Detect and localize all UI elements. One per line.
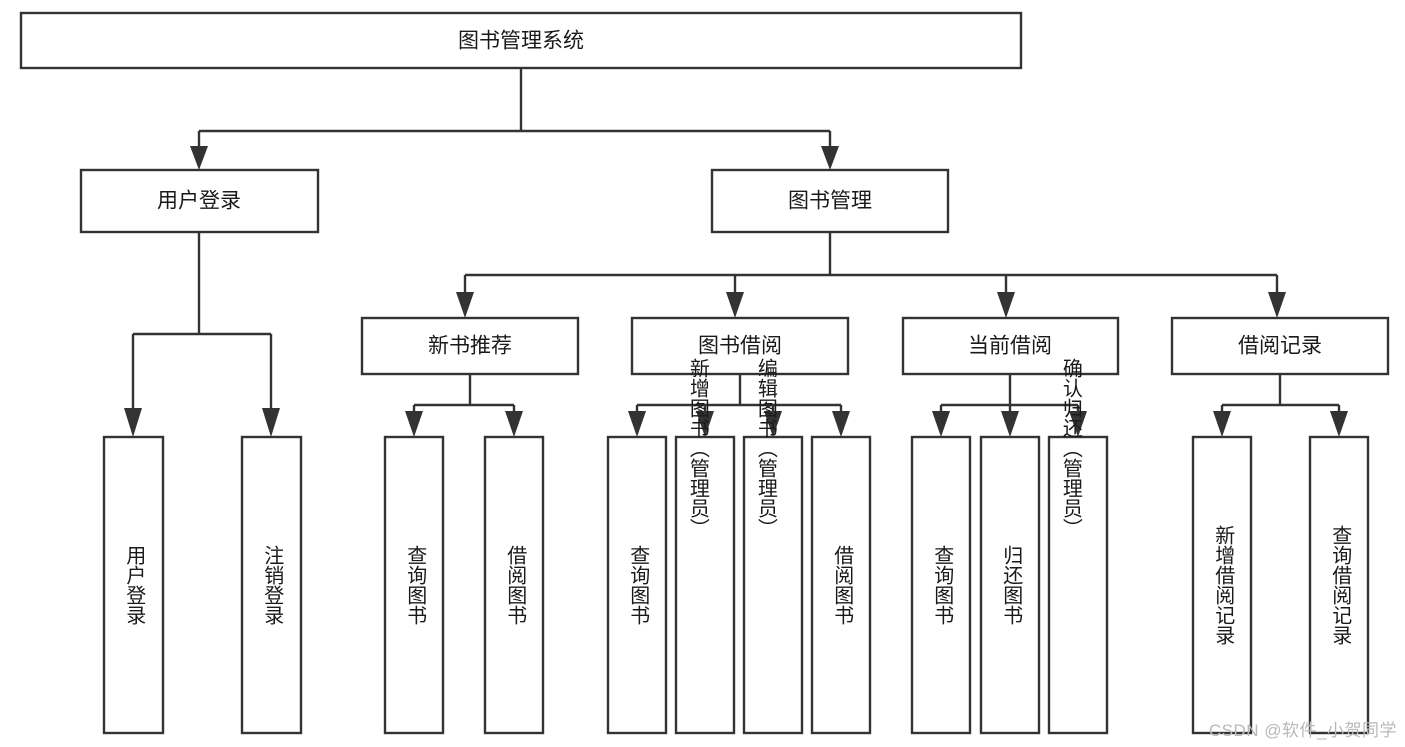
- node-book-borrow-box[interactable]: [630, 316, 850, 376]
- node-new-book-recommend-label: 新书推荐: [428, 335, 512, 358]
- arrow-head-leaf-return-book: [1001, 411, 1019, 437]
- arrow-head-leaf-user-login: [124, 408, 142, 437]
- node-leaf-borrow-book-2[interactable]: 借阅图书: [810, 435, 872, 735]
- arrow-head-leaf-query-record: [1330, 411, 1348, 437]
- csdn-watermark: CSDN @软件_小贺同学: [1208, 721, 1397, 740]
- node-leaf-return-book-label: 归还图书: [1000, 545, 1023, 625]
- node-leaf-query-record-label: 查询借阅记录: [1329, 525, 1352, 645]
- arrow-head-current-borrow: [997, 292, 1015, 318]
- node-leaf-add-record-box[interactable]: [1191, 435, 1253, 735]
- node-leaf-query-book-3-box[interactable]: [910, 435, 972, 735]
- arrow-head-leaf-confirm-return: [1069, 411, 1087, 437]
- node-leaf-query-record[interactable]: 查询借阅记录: [1308, 435, 1370, 735]
- node-leaf-edit-book[interactable]: 编辑图书（管理员）: [742, 358, 804, 735]
- node-current-borrow-box[interactable]: [901, 316, 1120, 376]
- node-new-book-recommend[interactable]: 新书推荐: [360, 316, 580, 376]
- node-root[interactable]: 图书管理系统: [19, 11, 1023, 70]
- node-leaf-query-book-2-box[interactable]: [606, 435, 668, 735]
- node-book-manage[interactable]: 图书管理: [710, 168, 950, 234]
- node-leaf-query-book-3-label: 查询图书: [931, 545, 954, 625]
- arrow-head-leaf-add-book: [696, 411, 714, 437]
- node-leaf-borrow-book-2-label: 借阅图书: [831, 545, 854, 625]
- node-leaf-add-book-label: 新增图书（管理员）: [686, 358, 709, 538]
- arrow-head-leaf-edit-book: [764, 411, 782, 437]
- node-root-box[interactable]: [19, 11, 1023, 70]
- arrow-head-leaf-query-book-1: [405, 411, 423, 437]
- arrow-head-borrow-record: [1268, 292, 1286, 318]
- node-leaf-confirm-return-box[interactable]: [1047, 435, 1109, 735]
- node-leaf-logout-login[interactable]: 注销登录: [240, 435, 303, 735]
- node-leaf-query-book-1-box[interactable]: [383, 435, 445, 735]
- node-leaf-confirm-return-label: 确认归还（管理员）: [1059, 358, 1082, 538]
- arrow-head-leaf-add-record: [1213, 411, 1231, 437]
- arrow-head-user-login: [190, 146, 208, 170]
- node-leaf-query-book-1-label: 查询图书: [404, 545, 427, 625]
- arrow-head-book-manage: [821, 146, 839, 170]
- node-leaf-user-login-label: 用户登录: [123, 545, 146, 625]
- arrow-head-leaf-query-book-3: [932, 411, 950, 437]
- node-root-label: 图书管理系统: [458, 30, 584, 53]
- node-leaf-borrow-book-1-box[interactable]: [483, 435, 545, 735]
- node-leaf-query-book-1[interactable]: 查询图书: [383, 435, 445, 735]
- node-leaf-query-book-2-label: 查询图书: [627, 545, 650, 625]
- node-user-login[interactable]: 用户登录: [79, 168, 320, 234]
- node-current-borrow[interactable]: 当前借阅: [901, 316, 1120, 376]
- node-leaf-query-book-3[interactable]: 查询图书: [910, 435, 972, 735]
- node-book-borrow[interactable]: 图书借阅: [630, 316, 850, 376]
- node-new-book-recommend-box[interactable]: [360, 316, 580, 376]
- node-leaf-query-record-box[interactable]: [1308, 435, 1370, 735]
- node-leaf-logout-login-box[interactable]: [240, 435, 303, 735]
- node-leaf-borrow-book-1-label: 借阅图书: [504, 545, 527, 625]
- node-user-login-box[interactable]: [79, 168, 320, 234]
- node-leaf-return-book-box[interactable]: [979, 435, 1041, 735]
- arrow-head-new-book-recommend: [456, 292, 474, 318]
- arrow-head-leaf-borrow-book-2: [832, 411, 850, 437]
- node-borrow-record-label: 借阅记录: [1238, 335, 1322, 358]
- node-user-login-label: 用户登录: [157, 190, 241, 213]
- node-leaf-user-login-box[interactable]: [102, 435, 165, 735]
- arrow-head-leaf-query-book-2: [628, 411, 646, 437]
- node-book-borrow-label: 图书借阅: [698, 335, 782, 358]
- node-leaf-add-book-box[interactable]: [674, 435, 736, 735]
- node-leaf-edit-book-box[interactable]: [742, 435, 804, 735]
- node-book-manage-box[interactable]: [710, 168, 950, 234]
- node-leaf-logout-login-label: 注销登录: [261, 545, 284, 625]
- node-leaf-add-record[interactable]: 新增借阅记录: [1191, 435, 1253, 735]
- arrow-head-book-borrow: [726, 292, 744, 318]
- node-borrow-record-box[interactable]: [1170, 316, 1390, 376]
- node-leaf-return-book[interactable]: 归还图书: [979, 435, 1041, 735]
- node-current-borrow-label: 当前借阅: [968, 335, 1052, 358]
- arrow-head-leaf-logout-login: [262, 408, 280, 437]
- edge-layer: [124, 68, 1348, 437]
- node-borrow-record[interactable]: 借阅记录: [1170, 316, 1390, 376]
- node-leaf-query-book-2[interactable]: 查询图书: [606, 435, 668, 735]
- node-leaf-borrow-book-1[interactable]: 借阅图书: [483, 435, 545, 735]
- arrow-head-leaf-borrow-book-1: [505, 411, 523, 437]
- node-leaf-confirm-return[interactable]: 确认归还（管理员）: [1047, 358, 1109, 735]
- node-leaf-user-login[interactable]: 用户登录: [102, 435, 165, 735]
- node-leaf-borrow-book-2-box[interactable]: [810, 435, 872, 735]
- node-leaf-edit-book-label: 编辑图书（管理员）: [754, 358, 777, 538]
- node-book-manage-label: 图书管理: [788, 190, 872, 213]
- node-leaf-add-record-label: 新增借阅记录: [1212, 525, 1235, 645]
- node-leaf-add-book[interactable]: 新增图书（管理员）: [674, 358, 736, 735]
